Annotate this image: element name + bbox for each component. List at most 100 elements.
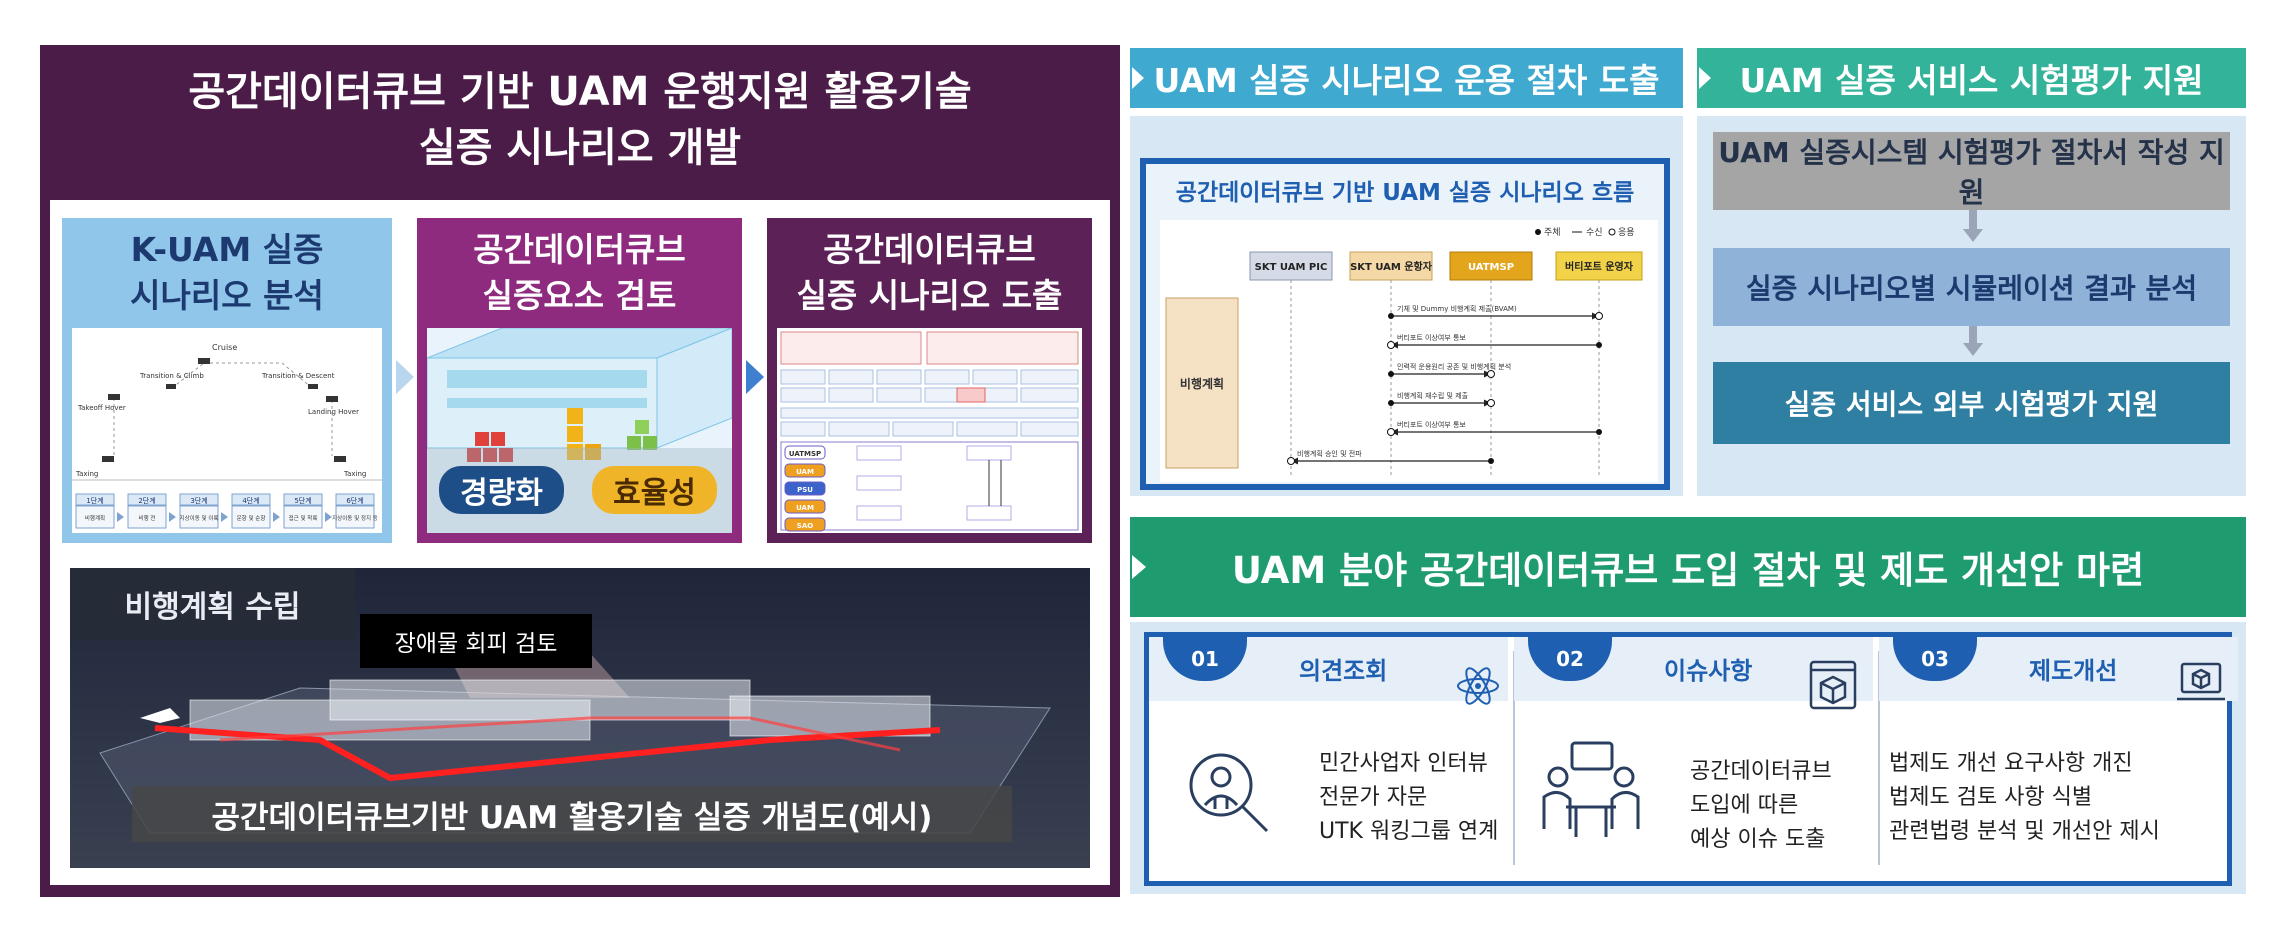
left-panel: 공간데이터큐브 기반 UAM 운행지원 활용기술 실증 시나리오 개발 K-UA… (40, 45, 1120, 897)
chevron-right-icon (1132, 555, 1146, 579)
uav-icon-taxi-left (102, 456, 114, 462)
green-cube-stack (627, 420, 657, 450)
column1-text: 민간사업자 인터뷰 전문가 자문 UTK 워킹그룹 연계 (1319, 747, 1498, 849)
step-test-procedure: UAM 실증시스템 시험평가 절차서 작성 지원 (1713, 132, 2230, 210)
column1-line2: 전문가 자문 (1319, 785, 1428, 810)
left-title-line1: 공간데이터큐브 기반 UAM 운행지원 활용기술 (188, 69, 972, 115)
phase-step-body-box (127, 505, 167, 529)
column1-line3: UTK 워킹그룹 연계 (1319, 819, 1499, 844)
procedure-panel: 01 의견조회 민간사업자 인터뷰 (1130, 622, 2246, 894)
legend-receive: 수신 (1586, 227, 1603, 238)
label-climb: Transition & Climb (139, 372, 204, 380)
step-simulation-analysis: 실증 시나리오별 시뮬레이션 결과 분석 (1713, 248, 2230, 326)
sequence-message-label: 버티포트 이상여부 통보 (1397, 420, 1466, 429)
left-panel-title: 공간데이터큐브 기반 UAM 운행지원 활용기술 실증 시나리오 개발 (40, 45, 1120, 195)
arrow-right-icon (221, 512, 228, 522)
arrow-down-icon (1963, 343, 1983, 356)
card2-title-line1: 공간데이터큐브 (473, 230, 686, 269)
meeting-icon (1542, 741, 1640, 837)
phase-label: 비행계획 (1180, 376, 1224, 391)
phase-step-head-box (75, 493, 115, 506)
card2-title: 공간데이터큐브 실증요소 검토 (417, 218, 742, 328)
obstacle-avoidance-label: 장애물 회피 검토 (360, 614, 592, 668)
sequence-messages: 기체 및 Dummy 비행계획 제출(BVAM) 버티포트 이상여부 통보 인력적 … (1287, 304, 1603, 465)
phase-step-body: 지상이동 및 정지 등 (332, 514, 378, 522)
uav-icon-cruise (198, 358, 210, 364)
sequence-start-dot (1388, 313, 1394, 319)
phase-step-body-box (335, 505, 375, 529)
label-landing-hover: Landing Hover (308, 408, 359, 416)
cube-screen-icon (1809, 660, 1857, 710)
column3-title: 제도개선 (2029, 657, 2118, 685)
tag-efficiency: 효율성 (592, 466, 717, 514)
card-element-review: 공간데이터큐브 실증요소 검토 (417, 218, 742, 543)
uav-icon-climb (166, 384, 176, 389)
label-takeoff-hover: Takeoff Hover (77, 404, 126, 412)
sequence-message-label: 비행계획 재수립 및 제출 (1397, 391, 1469, 400)
arrow-down-icon (1963, 229, 1983, 242)
uav-icon-taxi-right (334, 456, 346, 462)
scenario-row-label: UAM (796, 468, 814, 476)
column3-text: 법제도 개선 요구사항 개진 법제도 검토 사항 식별 관련법령 분석 및 개선… (1889, 747, 2160, 849)
sequence-message-label: 인력적 운용원리 공존 및 비행계획 분석 (1397, 362, 1511, 371)
phase-step-body-box (179, 505, 219, 529)
label-descent: Transition & Descent (261, 372, 335, 380)
scenario-row-label: PSU (797, 486, 813, 494)
data-cube-figure: 경량화 효율성 (427, 328, 732, 533)
arrow-right-icon (273, 512, 280, 522)
sequence-title: 공간데이터큐브 기반 UAM 실증 시나리오 흐름 (1175, 180, 1635, 206)
sequence-frame: 공간데이터큐브 기반 UAM 실증 시나리오 흐름 주체 수신 응용 SKT U… (1140, 158, 1670, 490)
sequence-end-dot (1387, 341, 1395, 349)
banner1-text: UAM 실증 시나리오 운용 절차 도출 (1153, 61, 1660, 100)
legend-actor: 주체 (1544, 227, 1561, 238)
phase-step-body: 비행계획 (85, 514, 105, 522)
left-title-line2: 실증 시나리오 개발 (418, 125, 742, 171)
phase-step-head-box (283, 493, 323, 506)
step-connector (1969, 210, 1977, 230)
banner3-text: UAM 분야 공간데이터큐브 도입 절차 및 제도 개선안 마련 (1231, 549, 2145, 592)
column-institution: 03 제도개선 법제도 개선 요구사항 개진 법제도 검토 사항 식별 관련법령… (1879, 637, 2238, 881)
scenario-row-box (784, 481, 826, 496)
card-scenario-analysis: K-UAM 실증 시나리오 분석 (62, 218, 392, 543)
scenario-row-box (784, 517, 826, 532)
column-divider (1878, 651, 1880, 865)
sequence-start-dot (1596, 429, 1602, 435)
procedure-frame: 01 의견조회 민간사업자 인터뷰 (1144, 632, 2238, 886)
actor-operator: SKT UAM 운항자 (1350, 260, 1433, 273)
aircraft-icon (140, 708, 180, 723)
interview-icon (1189, 753, 1269, 833)
phase-step-head-box (127, 493, 167, 506)
sequence-svg: 주체 수신 응용 SKT UAM PIC SKT UAM 운항자 UATMSP … (1165, 227, 1643, 478)
column1-line1: 민간사업자 인터뷰 (1319, 751, 1488, 776)
concept-diagram: 비행계획 수립 장애물 회피 검토 공간데이터큐브기반 UAM 활용기술 실증 … (70, 568, 1090, 868)
sequence-start-dot (1388, 400, 1394, 406)
actor-box-pic (1249, 251, 1333, 281)
sequence-end-dot (1487, 370, 1495, 378)
sequence-message-label: 기체 및 Dummy 비행계획 제출(BVAM) (1397, 304, 1517, 313)
column2-line3: 예상 이슈 도출 (1690, 827, 1826, 852)
label-cruise: Cruise (212, 343, 237, 352)
step-connector (1969, 326, 1977, 344)
phase-step-head: 4단계 (242, 496, 259, 505)
sequence-diagram: 주체 수신 응용 SKT UAM PIC SKT UAM 운항자 UATMSP … (1160, 220, 1658, 482)
card1-title: K-UAM 실증 시나리오 분석 (62, 218, 392, 328)
phase-step-head: 3단계 (190, 496, 207, 505)
scenario-row-box (784, 445, 826, 460)
flight-phase-figure: Cruise Transition & Climb Transition & D… (72, 328, 382, 533)
phase-step-head-box (231, 493, 271, 506)
column-divider (1513, 651, 1515, 865)
phase-step-body-box (283, 505, 323, 529)
sequence-end-dot (1595, 312, 1603, 320)
column2-title: 이슈사항 (1664, 657, 1753, 685)
scenario-row-box (784, 463, 826, 478)
card3-title: 공간데이터큐브 실증 시나리오 도출 (767, 218, 1092, 328)
label-taxi-right: Taxing (343, 470, 366, 478)
column3-line2: 법제도 검토 사항 식별 (1889, 785, 2093, 810)
phase-step-head: 5단계 (294, 496, 311, 505)
arrow-card2-card3 (746, 360, 764, 394)
scenario-row-label: UATMSP (789, 450, 821, 458)
step-external-test: 실증 서비스 외부 시험평가 지원 (1713, 362, 2230, 444)
